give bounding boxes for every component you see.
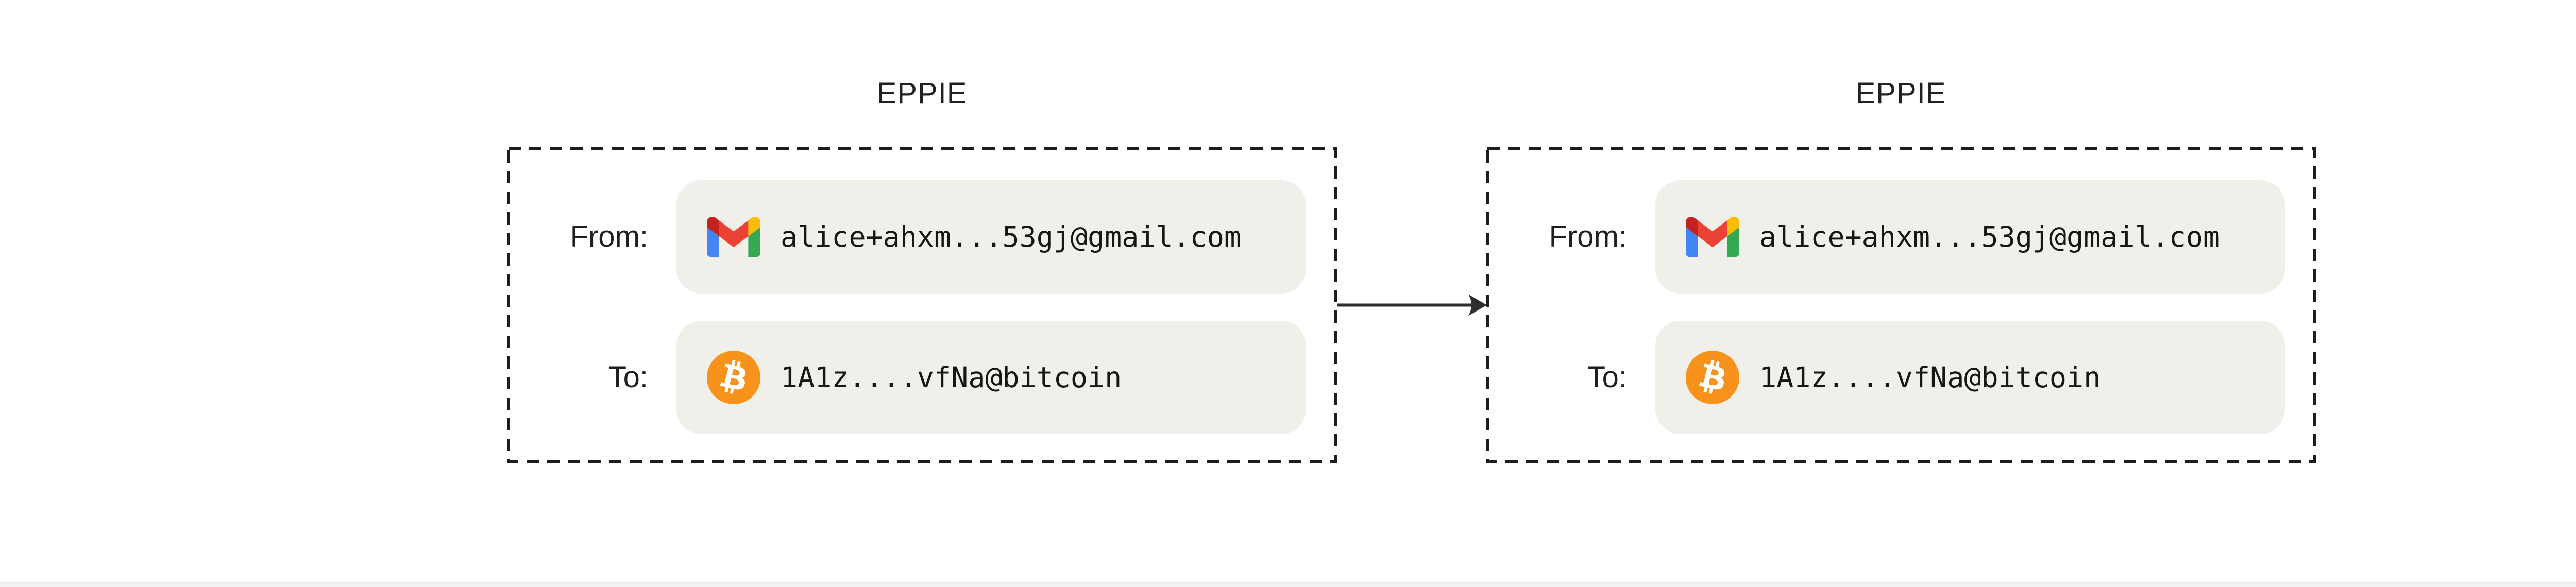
from-address-value: alice+ahxm...53gj@gmail.com [781, 220, 1242, 253]
arrow-head [1468, 294, 1487, 316]
to-address-value: 1A1z....vfNa@bitcoin [1759, 361, 2101, 394]
node-title: EPPIE [1855, 77, 1946, 110]
from-address-pill: alice+ahxm...53gj@gmail.com [676, 180, 1306, 294]
bitcoin-icon [1686, 351, 1739, 404]
from-label: From: [570, 220, 648, 253]
from-label: From: [1549, 220, 1627, 253]
to-address-pill: 1A1z....vfNa@bitcoin [1655, 321, 2285, 434]
eppie-node-right: EPPIE From: alice+ahxm...53gj@gmail.com … [1487, 77, 2314, 462]
to-label: To: [608, 360, 648, 394]
to-label: To: [1587, 360, 1627, 394]
to-address-value: 1A1z....vfNa@bitcoin [781, 361, 1122, 394]
right-box-dashed-border [1486, 147, 2316, 463]
eppie-node-left: EPPIE From: alice+ahxm...53gj@gmail.com … [509, 77, 1335, 462]
bitcoin-icon [707, 351, 760, 404]
gmail-icon [1686, 217, 1739, 257]
from-address-pill: alice+ahxm...53gj@gmail.com [1655, 180, 2285, 294]
page-bottom-section-edge [0, 582, 2576, 587]
gmail-icon [707, 217, 760, 257]
arrow-right-icon [1337, 294, 1487, 316]
to-address-pill: 1A1z....vfNa@bitcoin [676, 321, 1306, 434]
left-box-dashed-border [507, 147, 1337, 463]
from-address-value: alice+ahxm...53gj@gmail.com [1759, 220, 2221, 253]
node-title: EPPIE [876, 77, 968, 110]
